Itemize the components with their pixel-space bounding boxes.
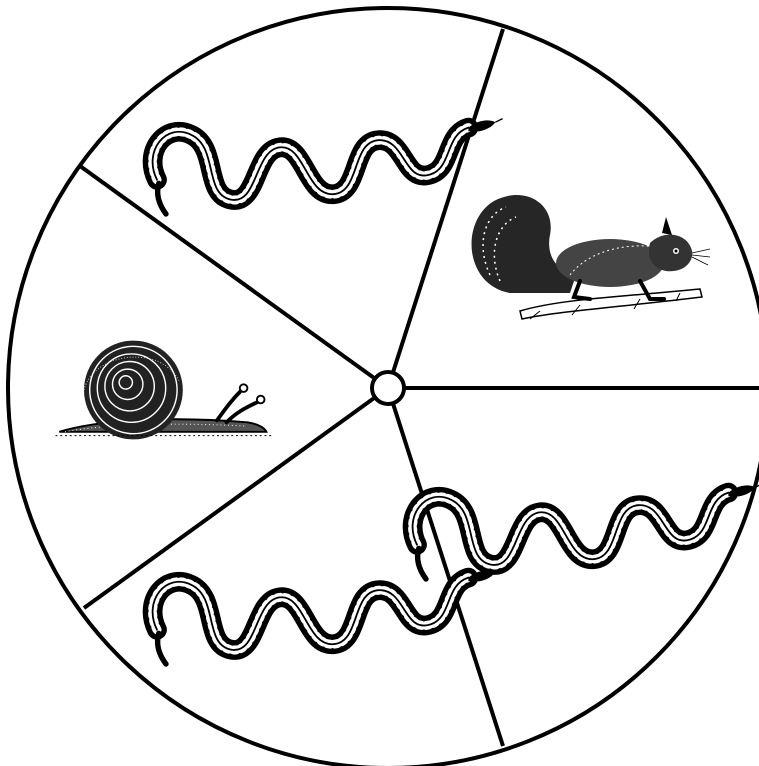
center-hub bbox=[372, 372, 404, 404]
